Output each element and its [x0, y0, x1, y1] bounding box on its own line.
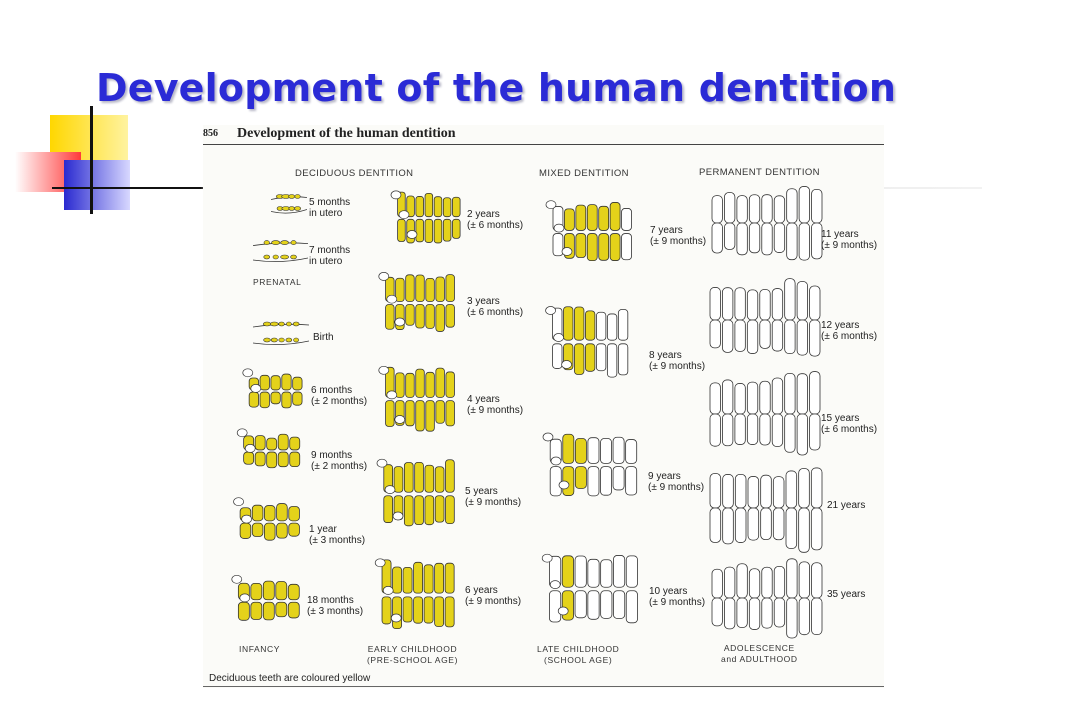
- stage-label-1-year: 1 year(± 3 months): [309, 524, 366, 546]
- stage-label-9-months: 9 months(± 2 months): [311, 450, 368, 472]
- dentition-sketch-2-years: [388, 185, 468, 251]
- dentition-sketch-3-years: [375, 265, 463, 341]
- figure-title: Development of the human dentition: [237, 126, 456, 141]
- stage-label-3-years: 3 years(± 6 months): [467, 296, 524, 318]
- caption-prenatal: PRENATAL: [253, 277, 302, 287]
- dentition-figure: 856 Development of the human dentition D…: [203, 125, 884, 688]
- figure-page-number: 856: [203, 128, 218, 139]
- column-header-deciduous: DECIDUOUS DENTITION: [295, 168, 414, 179]
- figure-title-rule: [203, 144, 884, 145]
- caption-late-childhood: LATE CHILDHOOD(SCHOOL AGE): [537, 644, 620, 665]
- column-header-mixed: MIXED DENTITION: [539, 168, 629, 179]
- stage-label-18-months: 18 months(± 3 months): [307, 595, 364, 617]
- stage-label-4-years: 4 years(± 9 months): [467, 394, 524, 416]
- stage-label-6-months: 6 months(± 2 months): [311, 385, 368, 407]
- dentition-sketch-35-years: [711, 555, 823, 641]
- dentition-sketch-4-years: [375, 358, 463, 440]
- dentition-sketch-7-years: [541, 193, 641, 271]
- stage-label-9-years: 9 years(± 9 months): [648, 471, 705, 493]
- dentition-sketch-18-months: [229, 570, 307, 632]
- stage-label-2-years: 2 years(± 6 months): [467, 209, 524, 231]
- dentition-sketch-8-years: [541, 297, 637, 387]
- dentition-sketch-6-years: [371, 549, 463, 641]
- stage-label-11-years: 11 years(± 9 months): [821, 229, 878, 251]
- dentition-sketch-15-years: [709, 368, 821, 460]
- caption-early-childhood: EARLY CHILDHOOD(PRE-SCHOOL AGE): [367, 644, 458, 665]
- stage-label-5-years: 5 years(± 9 months): [465, 486, 522, 508]
- caption-infancy: INFANCY: [239, 644, 281, 654]
- dentition-sketch-1-year: [231, 493, 307, 551]
- dentition-sketch-9-months: [235, 425, 307, 477]
- stage-label-35-years: 35 years: [827, 589, 866, 600]
- dentition-sketch-birth: [253, 313, 309, 353]
- dentition-sketch-5-years: [373, 450, 463, 538]
- dentition-sketch-10-years: [536, 545, 648, 633]
- stage-label-12-years: 12 years(± 6 months): [821, 320, 878, 342]
- stage-label-7-years: 7 years(± 9 months): [650, 225, 707, 247]
- figure-footnote: Deciduous teeth are coloured yellow: [209, 673, 371, 684]
- slide-title: Development of the human dentition: [96, 66, 897, 110]
- stage-label-10-years: 10 years(± 9 months): [649, 586, 706, 608]
- dentition-sketch-21-years: [709, 462, 823, 554]
- stage-label-birth: Birth: [313, 332, 334, 343]
- figure-bottom-rule: [203, 686, 884, 687]
- stage-label-21-years: 21 years: [827, 500, 866, 511]
- dentition-sketch-12-years: [709, 277, 821, 363]
- dentition-sketch-11-years: [711, 183, 823, 263]
- column-header-permanent: PERMANENT DENTITION: [699, 167, 820, 178]
- stage-label-8-years: 8 years(± 9 months): [649, 350, 706, 372]
- decorative-blue-square: [64, 160, 130, 210]
- dentition-sketch-7-months-in-utero: [253, 233, 308, 269]
- decorative-vertical-line: [90, 106, 93, 214]
- dentition-sketch-5-months-in-utero: [271, 189, 307, 219]
- dentition-sketch-6-months: [241, 365, 309, 417]
- stage-label-6-years: 6 years(± 9 months): [465, 585, 522, 607]
- stage-label-15-years: 15 years(± 6 months): [821, 413, 878, 435]
- dentition-sketch-9-years: [537, 425, 647, 505]
